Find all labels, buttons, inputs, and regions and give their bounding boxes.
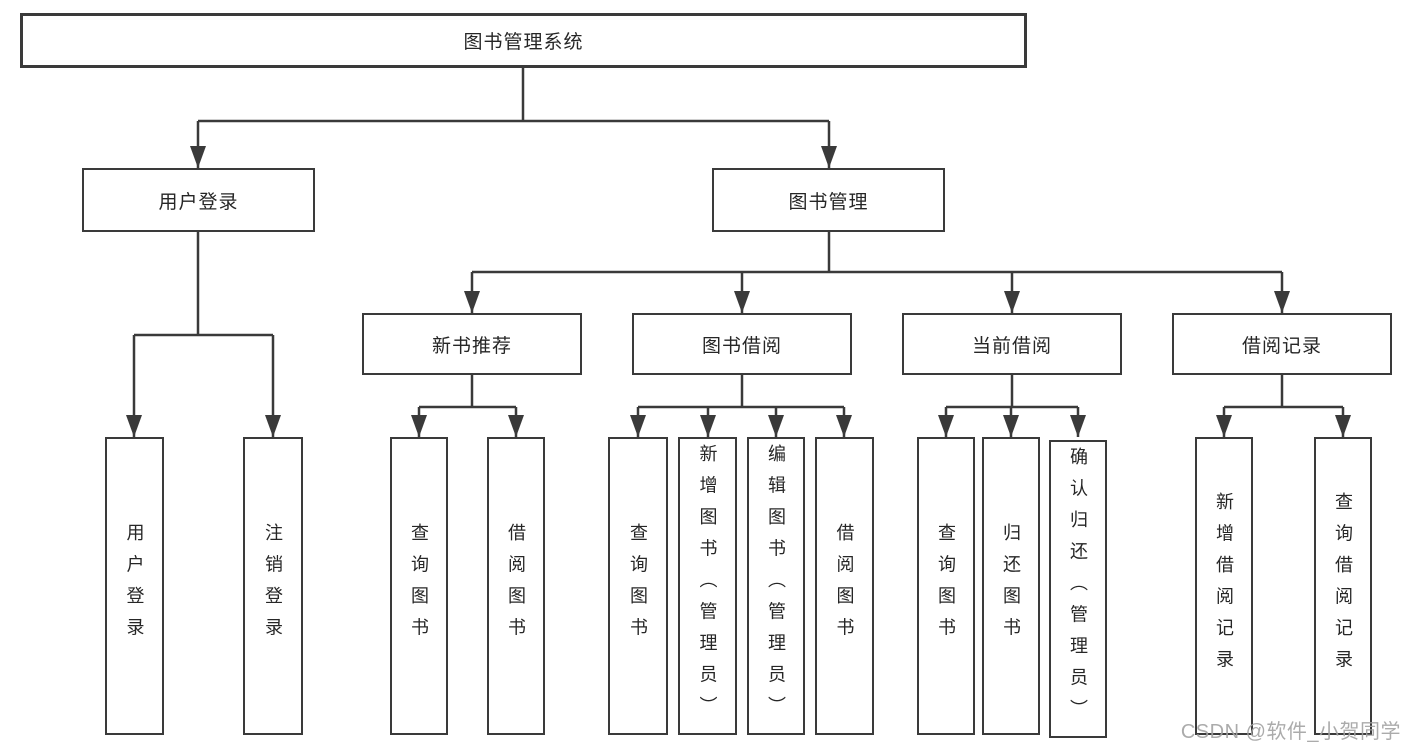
- node-borrowing-borrow-books-label: 借阅图书: [834, 523, 855, 649]
- node-borrowing-records: 借阅记录: [1172, 313, 1392, 375]
- edge-borrowing-trunk: [638, 375, 844, 409]
- node-confirm-return-admin: 确认归还（管理员）: [1049, 440, 1107, 738]
- node-user-login-action: 用户登录: [105, 437, 164, 735]
- node-query-borrow-record: 查询借阅记录: [1314, 437, 1372, 735]
- node-recommend-borrow-books-label: 借阅图书: [506, 523, 526, 649]
- node-current-borrowing-label: 当前借阅: [971, 335, 1052, 357]
- node-logout-action-label: 注销登录: [263, 523, 283, 649]
- node-user-login-action-label: 用户登录: [124, 523, 145, 649]
- edge-records-trunk: [1224, 375, 1343, 409]
- edge-book-management-trunk: [472, 232, 1282, 274]
- node-user-login-label: 用户登录: [158, 191, 239, 213]
- node-query-borrow-record-label: 查询借阅记录: [1333, 491, 1353, 681]
- edge-user-login-trunk: [134, 232, 273, 337]
- csdn-watermark: CSDN @软件_小贺同学: [1180, 721, 1401, 743]
- node-add-books-admin-label: 新增图书（管理员）: [697, 444, 718, 728]
- edge-root-trunk: [198, 68, 829, 123]
- node-return-books-label: 归还图书: [1001, 523, 1021, 649]
- node-recommend-query-books: 查询图书: [390, 437, 448, 735]
- node-book-borrowing-label: 图书借阅: [701, 335, 782, 357]
- node-current-query-books-label: 查询图书: [936, 523, 956, 649]
- node-book-borrowing: 图书借阅: [632, 313, 852, 375]
- node-recommend-query-books-label: 查询图书: [409, 523, 429, 649]
- node-new-book-recommendation: 新书推荐: [362, 313, 582, 375]
- node-borrowing-records-label: 借阅记录: [1241, 335, 1322, 357]
- node-recommend-borrow-books: 借阅图书: [487, 437, 545, 735]
- node-borrowing-query-books-label: 查询图书: [628, 523, 648, 649]
- node-add-borrow-record-label: 新增借阅记录: [1214, 491, 1234, 681]
- node-current-borrowing: 当前借阅: [902, 313, 1122, 375]
- node-root: 图书管理系统: [20, 13, 1027, 68]
- node-edit-books-admin-label: 编辑图书（管理员）: [766, 444, 786, 728]
- node-book-management: 图书管理: [712, 168, 945, 232]
- node-borrowing-borrow-books: 借阅图书: [815, 437, 874, 735]
- node-user-login: 用户登录: [82, 168, 315, 232]
- node-root-label: 图书管理系统: [463, 32, 584, 53]
- node-add-books-admin: 新增图书（管理员）: [678, 437, 737, 735]
- node-borrowing-query-books: 查询图书: [608, 437, 668, 735]
- node-logout-action: 注销登录: [243, 437, 303, 735]
- node-new-book-recommendation-label: 新书推荐: [431, 335, 512, 357]
- node-edit-books-admin: 编辑图书（管理员）: [747, 437, 805, 735]
- node-confirm-return-admin-label: 确认归还（管理员）: [1068, 447, 1088, 731]
- edge-recommend-trunk: [419, 375, 516, 409]
- node-add-borrow-record: 新增借阅记录: [1195, 437, 1253, 735]
- node-return-books: 归还图书: [982, 437, 1040, 735]
- node-book-management-label: 图书管理: [788, 191, 869, 213]
- edge-current-trunk: [946, 375, 1078, 409]
- node-current-query-books: 查询图书: [917, 437, 975, 735]
